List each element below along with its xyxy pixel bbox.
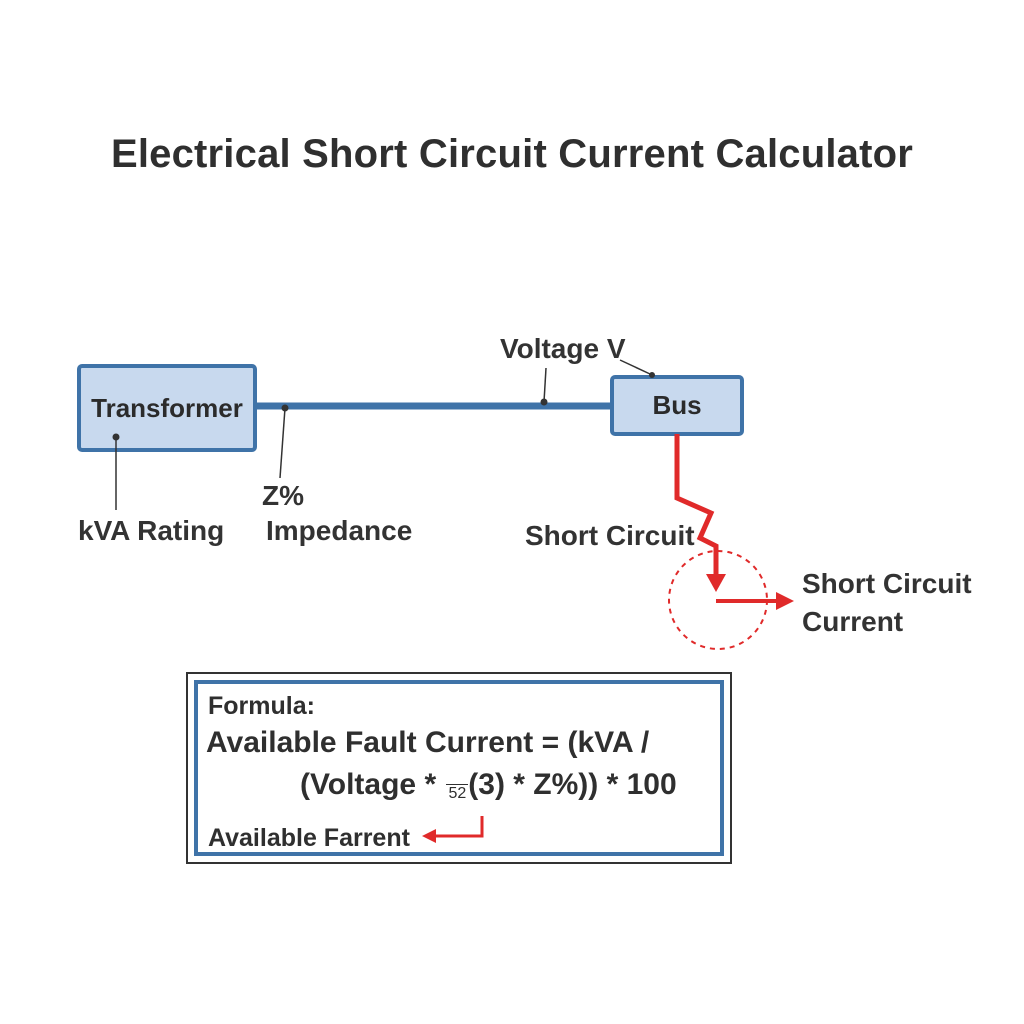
voltage-to-bus-leader: [619, 359, 651, 375]
result-arrow-line: [434, 816, 484, 838]
formula-panel: Formula: Available Fault Current = (kVA …: [186, 672, 732, 864]
result-arrow: [422, 816, 484, 843]
bus-label: Bus: [652, 390, 701, 420]
short-circuit-current-label-line1: Short Circuit: [802, 568, 972, 599]
formula-panel-inner: Formula: Available Fault Current = (kVA …: [194, 680, 724, 856]
fault-lightning-path: [674, 434, 719, 578]
bus-node[interactable]: Bus: [610, 375, 744, 436]
kva-rating-label: kVA Rating: [78, 515, 224, 546]
current-arrow-head: [776, 592, 794, 610]
z-percent-label: Z%: [262, 480, 304, 511]
impedance-leader-line: [279, 407, 286, 479]
fault-arrow-head: [706, 574, 726, 592]
formula-line-2-start: (Voltage *: [300, 768, 437, 801]
transformer-label: Transformer: [91, 393, 243, 423]
formula-line-1: Available Fault Current = (kVA /: [206, 726, 650, 759]
result-arrow-head: [422, 829, 436, 843]
formula-result-label: Available Farrent: [208, 824, 410, 852]
voltage-leader-line: [543, 367, 547, 403]
voltage-leader-dot: [540, 398, 548, 406]
short-circuit-current-label-line2: Current: [802, 606, 903, 637]
transformer-box: [77, 364, 257, 452]
formula-line-2: (Voltage * 52(3) * Z%)) * 100: [300, 768, 677, 803]
voltage-label: Voltage V: [500, 333, 626, 364]
page-title: Electrical Short Circuit Current Calcula…: [110, 132, 914, 176]
short-circuit-label: Short Circuit: [525, 520, 695, 551]
transformer-node[interactable]: Transformer: [77, 364, 257, 452]
square-root-symbol: 52: [446, 784, 469, 802]
formula-heading: Formula:: [208, 692, 315, 720]
formula-line-2-end: (3) * Z%)) * 100: [468, 768, 677, 801]
impedance-label: Impedance: [266, 515, 412, 546]
bus-leader-dot: [649, 372, 655, 378]
